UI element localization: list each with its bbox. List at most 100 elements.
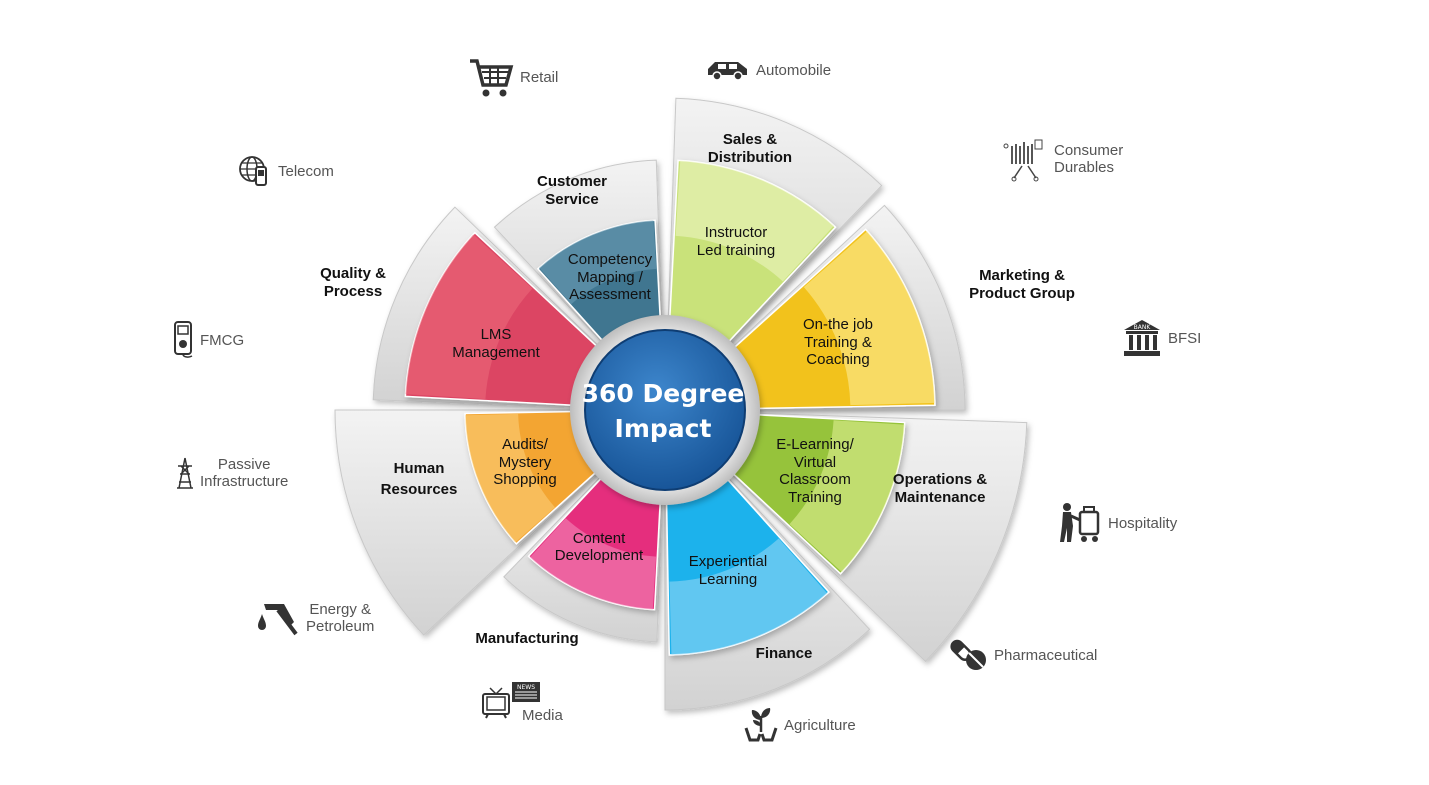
industry-bfsi: BANK BFSI <box>1122 318 1201 358</box>
program-label-line: E-Learning/ <box>776 436 854 453</box>
industry-label: Pharmaceutical <box>994 646 1098 664</box>
program-label-line: Learning <box>699 571 757 588</box>
industry-fmcg: FMCG <box>172 320 244 360</box>
program-label-line: Training <box>788 489 842 506</box>
news-sign-text: NEWS <box>517 684 535 691</box>
industry-label: Agriculture <box>784 716 856 734</box>
program-label-line: LMS <box>481 326 512 343</box>
mobile-device-icon <box>172 320 194 360</box>
porter-luggage-icon <box>1058 502 1102 544</box>
industry-hospitality: Hospitality <box>1058 502 1177 544</box>
appliances-icon <box>1002 136 1048 182</box>
industry-consumer-durables: Consumer Durables <box>1002 136 1123 182</box>
car-icon <box>706 58 750 82</box>
department-operations-maintenance: Operations & Maintenance <box>893 471 987 506</box>
dept-label-line: Maintenance <box>895 489 986 506</box>
program-label-line: Led training <box>697 242 775 259</box>
program-competency-mapping: Competency Mapping / Assessment <box>568 251 653 303</box>
department-marketing-product: Marketing & Product Group <box>969 267 1075 302</box>
industry-label: BFSI <box>1168 329 1202 347</box>
program-label-line: Shopping <box>493 471 556 488</box>
industry-label: Passive Infrastructure <box>200 456 289 490</box>
dept-label-line: Product Group <box>969 285 1075 302</box>
dept-label-line: Operations & <box>893 471 987 488</box>
program-label-line: Assessment <box>569 286 652 303</box>
dept-label-line: Manufacturing <box>475 630 578 647</box>
tv-news-icon: NEWS <box>480 680 542 722</box>
dept-label-line: Finance <box>756 645 813 662</box>
program-label-line: Mapping / <box>577 269 644 286</box>
program-band <box>404 159 936 656</box>
program-label-line: On-the job <box>803 316 873 333</box>
program-label-line: Coaching <box>806 351 869 368</box>
dept-label-line: Quality & <box>320 265 386 282</box>
dept-label-line: Customer <box>537 173 607 190</box>
program-on-the-job: On-the job Training & Coaching <box>803 316 873 368</box>
department-finance: Finance <box>756 645 813 662</box>
dept-label-line: Process <box>324 283 382 300</box>
bank-sign-text: BANK <box>1134 324 1152 331</box>
industry-telecom: Telecom <box>238 155 334 187</box>
dept-label-line: Resources <box>381 481 458 498</box>
industry-agriculture: Agriculture <box>744 706 856 744</box>
department-human-resources: Human Resources <box>381 460 458 498</box>
program-instructor-led: Instructor Led training <box>697 224 775 259</box>
industry-automobile: Automobile <box>706 58 831 82</box>
wedge-audits-highlight <box>465 413 555 543</box>
program-label-line: Competency <box>568 251 653 268</box>
center-title-line2: Impact <box>615 414 712 443</box>
fuel-nozzle-icon <box>256 598 300 638</box>
transmission-tower-icon <box>176 456 194 490</box>
industry-label: Hospitality <box>1108 514 1178 532</box>
department-customer-service: Customer Service <box>537 173 607 208</box>
program-content-development: Content Development <box>555 530 644 564</box>
program-label-line: Development <box>555 547 644 564</box>
dept-label-line: Service <box>545 191 598 208</box>
dept-label-line: Human <box>394 460 445 477</box>
industry-media: NEWS Media <box>480 680 563 724</box>
wedge-content-development-highlight <box>529 518 657 610</box>
program-label-line: Experiential <box>689 553 767 570</box>
industry-label: Media <box>522 707 563 724</box>
industry-retail: Retail <box>468 55 558 99</box>
pills-icon <box>948 636 988 674</box>
wedge-on-the-job-highlight <box>803 231 935 406</box>
industry-label: Retail <box>520 68 559 86</box>
wedge-experiential-highlight <box>669 538 828 655</box>
program-label-line: Classroom <box>779 471 851 488</box>
program-e-learning: E-Learning/ Virtual Classroom Training <box>776 436 854 506</box>
bank-icon: BANK <box>1122 318 1162 358</box>
globe-phone-icon <box>238 155 272 187</box>
program-label-line: Instructor <box>705 224 768 241</box>
industry-label: Energy & Petroleum <box>306 601 375 635</box>
industry-pharmaceutical: Pharmaceutical <box>948 636 1097 674</box>
dept-label-line: Marketing & <box>979 267 1065 284</box>
wedge-instructor-led-highlight <box>675 160 834 282</box>
wedge-e-learning-highlight <box>789 420 905 573</box>
industry-label: FMCG <box>200 331 245 349</box>
department-sales-distribution: Sales & Distribution <box>708 131 792 166</box>
center-hub <box>584 329 746 491</box>
department-quality-process: Quality & Process <box>320 265 386 300</box>
program-lms-management: LMS Management <box>452 326 540 361</box>
industry-label: Telecom <box>278 162 334 180</box>
industry-label: Automobile <box>756 61 832 79</box>
program-label-line: Audits/ <box>502 436 549 453</box>
plant-hands-icon <box>744 706 778 744</box>
shopping-cart-icon <box>468 55 514 99</box>
program-label-line: Mystery <box>499 454 552 471</box>
program-audits: Audits/ Mystery Shopping <box>493 436 556 488</box>
industry-label: Consumer Durables <box>1054 142 1124 176</box>
industry-energy-petroleum: Energy & Petroleum <box>256 598 374 638</box>
center-title-line1: 360 Degree <box>582 379 745 408</box>
program-label-line: Virtual <box>794 454 836 471</box>
program-label-line: Content <box>573 530 626 547</box>
industry-passive-infrastructure: Passive Infrastructure <box>176 456 288 490</box>
program-experiential: Experiential Learning <box>689 553 767 588</box>
program-label-line: Training & <box>804 334 872 351</box>
program-label-line: Management <box>452 344 540 361</box>
wedge-competency-mapping-highlight <box>539 220 657 305</box>
department-manufacturing: Manufacturing <box>475 630 578 647</box>
dept-label-line: Sales & <box>723 131 777 148</box>
